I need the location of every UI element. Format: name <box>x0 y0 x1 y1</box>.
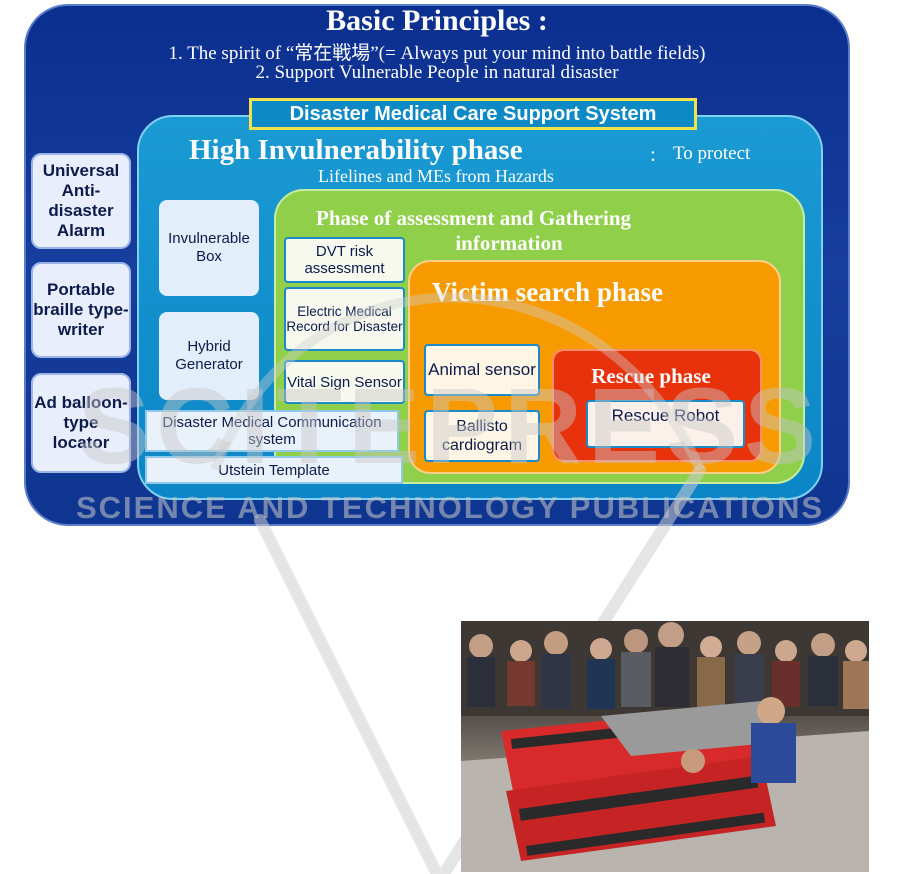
high-invulnerability-colon: : <box>650 142 656 166</box>
side-item-balloon-locator: Ad balloon-type locator <box>31 373 131 473</box>
victim-search-title: Victim search phase <box>432 277 663 307</box>
high-invulnerability-subtitle-2: Lifelines and MEs from Hazards <box>318 166 554 186</box>
invulnerable-box: Invulnerable Box <box>159 200 259 296</box>
high-invulnerability-title: High Invulnerability phase <box>189 134 523 166</box>
dvt-risk-assessment: DVT risk assessment <box>284 237 405 283</box>
ballisto-cardiogram: Ballisto cardiogram <box>424 410 540 462</box>
diagram-title: Basic Principles : <box>326 4 548 37</box>
vital-sign-sensor: Vital Sign Sensor <box>284 360 405 404</box>
rescue-robot-photo <box>461 621 869 872</box>
side-item-alarm: Universal Anti-disaster Alarm <box>31 153 131 249</box>
high-invulnerability-subtitle-1: To protect <box>673 143 751 164</box>
robot-tracks <box>501 701 791 861</box>
principle-2: 2. Support Vulnerable People in natural … <box>255 62 619 83</box>
system-label: Disaster Medical Care Support System <box>249 98 697 130</box>
animal-sensor: Animal sensor <box>424 344 540 396</box>
electric-medical-record: Electric Medical Record for Disaster <box>284 287 405 351</box>
utstein-template: Utstein Template <box>145 456 403 484</box>
principle-1: 1. The spirit of “常在戦場”(= Always put you… <box>168 43 706 64</box>
rescue-robot-photo-illustration <box>461 621 869 872</box>
side-item-braille: Portable braille type-writer <box>31 262 131 358</box>
disaster-medical-communication: Disaster Medical Communication system <box>145 410 399 452</box>
assessment-title-2: information <box>455 231 563 255</box>
crowd-illustration <box>467 622 869 709</box>
hybrid-generator: Hybrid Generator <box>159 312 259 400</box>
rescue-title: Rescue phase <box>591 364 711 388</box>
assessment-title-1: Phase of assessment and Gathering <box>316 206 632 230</box>
rescue-robot: Rescue Robot <box>586 400 745 448</box>
